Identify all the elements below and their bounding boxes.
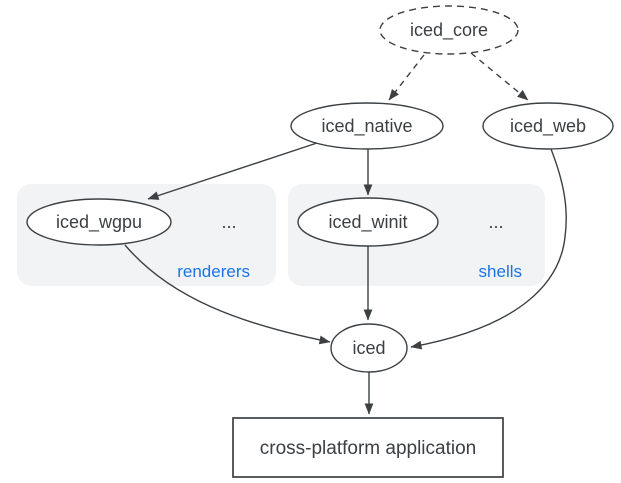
renderers-group-label: renderers [177,262,250,281]
edge-iced-core-to-iced-native [388,54,425,101]
iced-label: iced [352,338,385,358]
edge-iced-web-to-iced [410,148,567,350]
node-iced-native: iced_native [290,102,444,150]
iced-native-ellipse [290,102,444,150]
iced-web-ellipse [482,102,614,150]
iced-core-label: iced_core [410,20,488,41]
edge-iced-native-to-iced-wgpu [147,142,318,200]
shells-ellipsis: ... [488,212,503,232]
iced-core-ellipse [379,5,519,55]
iced-winit-label: iced_winit [328,212,407,233]
node-iced-winit: iced_winit [297,197,439,247]
shells-group-label: shells [479,262,522,281]
iced-winit-ellipse [297,197,439,247]
iced-web-label: iced_web [510,116,586,137]
iced-wgpu-ellipse [26,198,172,246]
node-iced-web: iced_web [482,102,614,150]
edge-iced-core-to-iced-web [470,52,529,101]
node-iced-wgpu: iced_wgpu [26,198,172,246]
edge-iced-wgpu-to-iced [124,244,331,345]
node-cross-platform-application: cross-platform application [232,417,504,478]
iced-ellipse [330,323,408,373]
application-rect [232,417,504,478]
iced-wgpu-label: iced_wgpu [56,212,142,233]
application-label: cross-platform application [260,438,476,459]
renderers-ellipsis: ... [221,212,236,232]
node-iced-core: iced_core [379,5,519,55]
iced-native-label: iced_native [321,116,412,137]
node-iced: iced [330,323,408,373]
